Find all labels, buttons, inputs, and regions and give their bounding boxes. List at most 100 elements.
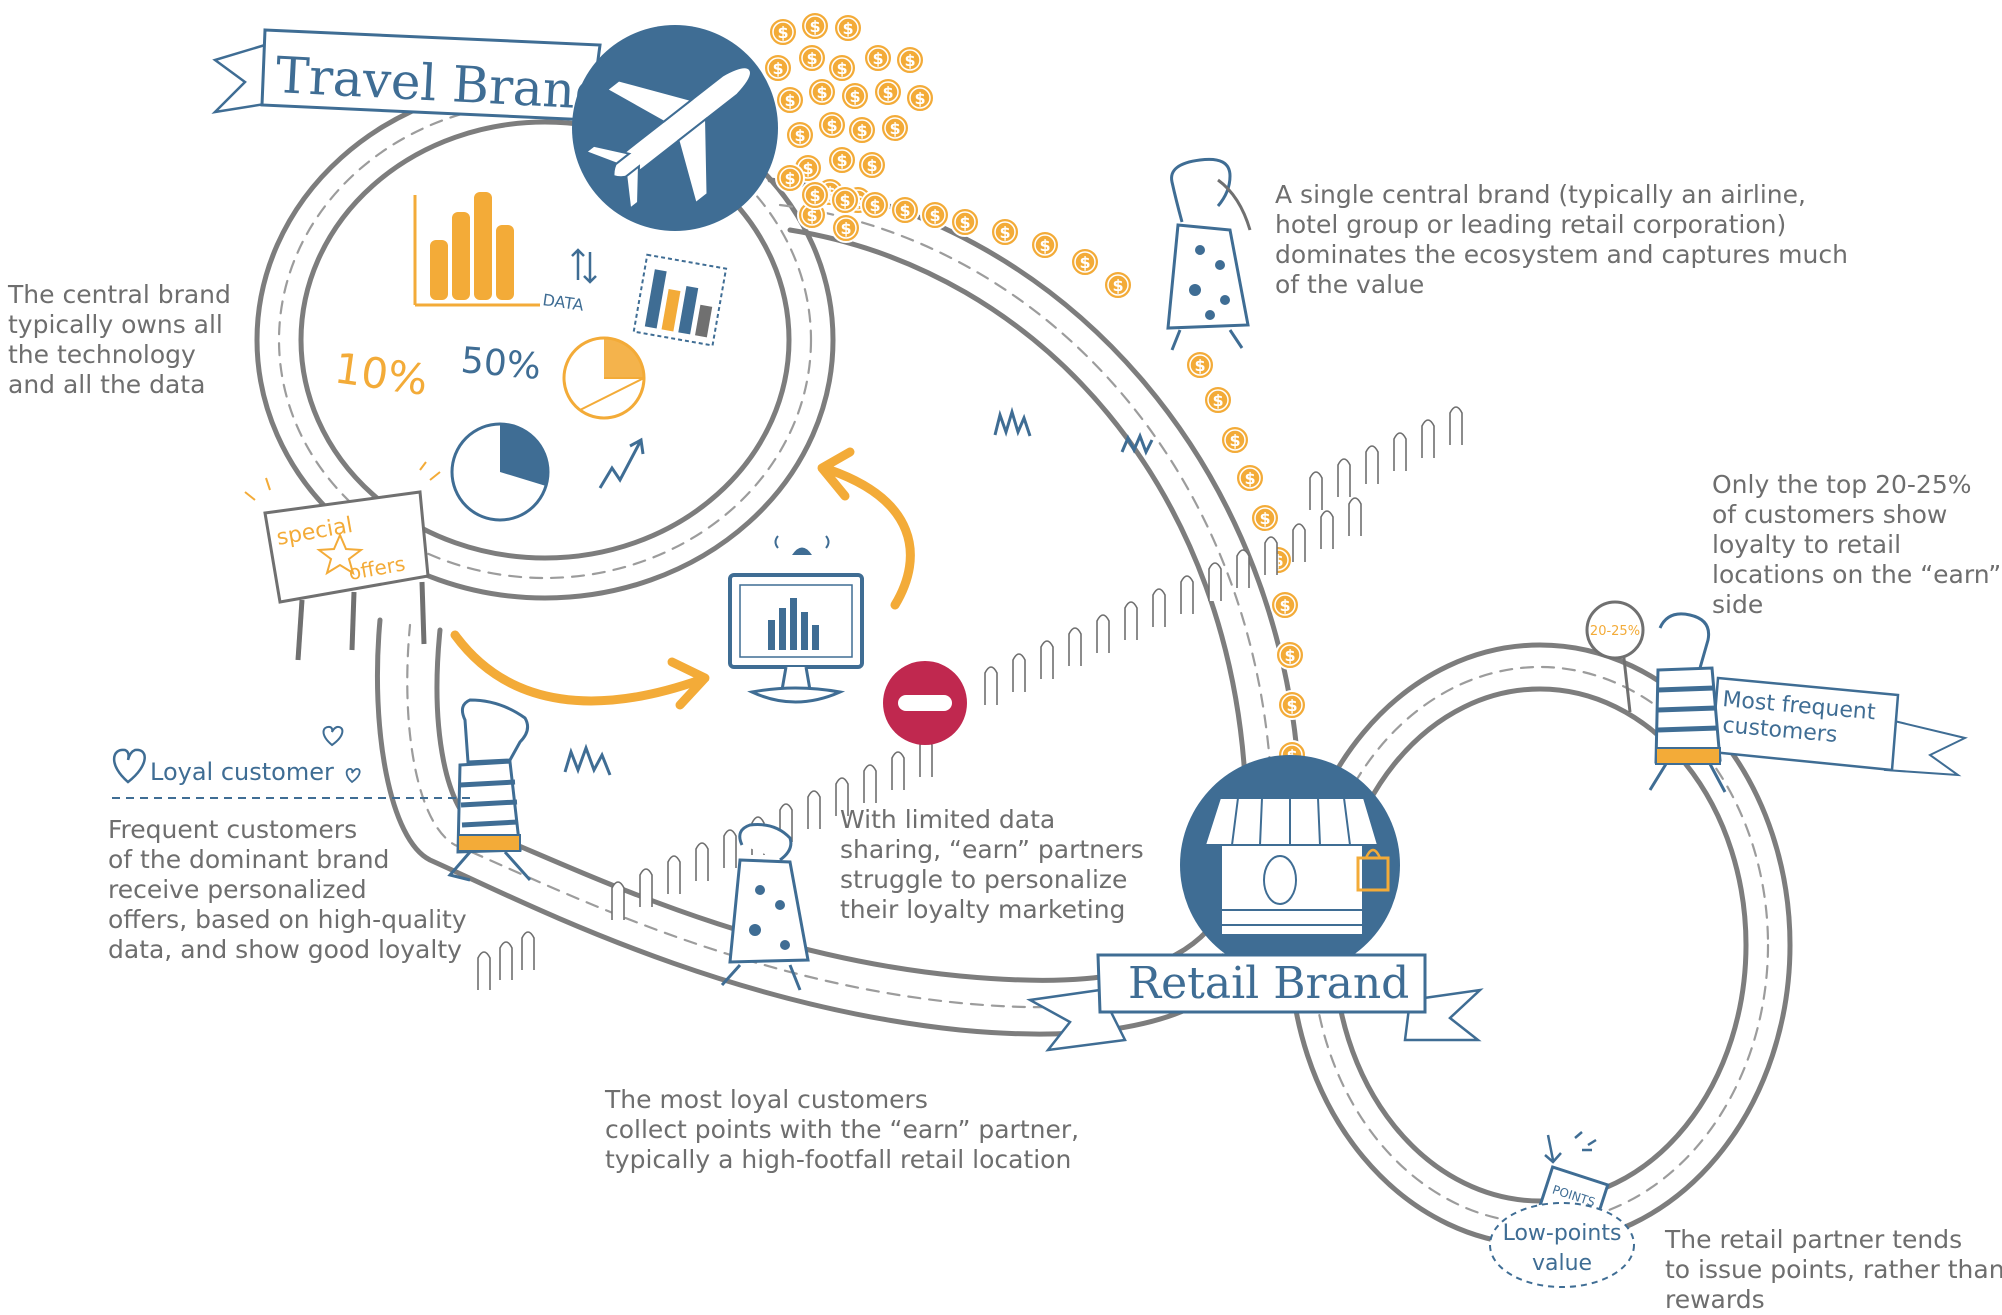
trend-arrow-icon — [598, 437, 645, 489]
coin-icon — [863, 43, 893, 73]
fifty-percent-label: 50% — [459, 340, 542, 388]
coin-icon — [807, 77, 837, 107]
grass-tufts — [563, 406, 1154, 776]
coin-icon — [768, 17, 798, 47]
fence-picket — [1292, 523, 1306, 563]
coin-icon — [1250, 503, 1280, 533]
top-customers-badge: 20-25% — [1585, 600, 1645, 713]
shopping-bag-icon — [1356, 848, 1390, 892]
coin-icon — [817, 110, 847, 140]
coin-icon — [1277, 690, 1307, 720]
customer-figure-middle — [720, 823, 810, 991]
airplane-icon — [572, 25, 778, 231]
fence-picket — [984, 666, 998, 706]
special-offers-sign: special offers — [244, 461, 441, 661]
fence-picket — [477, 951, 491, 991]
coin-icon — [1203, 385, 1233, 415]
data-label: DATA — [541, 290, 585, 315]
low-points-line1: Low-points — [1503, 1221, 1622, 1246]
fence-picket — [611, 881, 625, 921]
caption-limited-data: With limited data sharing, “earn” partne… — [840, 805, 1144, 924]
fence-picket — [1180, 575, 1194, 615]
fence-picket — [807, 790, 821, 830]
caption-frequent-customers: Frequent customers of the dominant brand… — [108, 815, 467, 964]
pie-chart-icon — [562, 336, 646, 420]
customer-figure-retail — [1648, 612, 1727, 793]
data-exchange-icon: DATA — [541, 248, 597, 315]
coin-icon — [800, 11, 830, 41]
heart-icon — [112, 748, 146, 784]
coin-icon — [1235, 463, 1265, 493]
fence-picket — [1012, 653, 1026, 693]
coin-icon — [827, 53, 857, 83]
fence-picket — [863, 764, 877, 804]
caption-most-loyal: The most loyal customers collect points … — [605, 1085, 1080, 1174]
mini-bar-chart-icon — [632, 253, 728, 347]
coin-icon — [800, 180, 830, 210]
fence-picket — [1337, 458, 1351, 498]
coin-icon — [1220, 425, 1250, 455]
coin-icon — [990, 217, 1020, 247]
star-icon — [316, 532, 364, 576]
travel-brand-banner: Travel Brand — [211, 28, 608, 122]
fence-picket — [1124, 601, 1138, 641]
fence-picket — [723, 829, 737, 869]
bar-chart-icon — [413, 192, 540, 307]
fence-picket — [1421, 419, 1435, 459]
coin-icon — [1103, 270, 1133, 300]
fence-picket — [1040, 640, 1054, 680]
fence-picket — [1393, 432, 1407, 472]
loyal-customer-label: Loyal customer — [112, 725, 470, 799]
no-entry-icon — [883, 661, 967, 745]
fence-picket — [1236, 549, 1250, 589]
coin-icon — [785, 120, 815, 150]
fence-picket — [1320, 510, 1334, 550]
navy-pie-chart-icon — [450, 422, 550, 522]
coin-icon — [890, 195, 920, 225]
fence-picket — [1309, 471, 1323, 511]
fence-picket — [1068, 627, 1082, 667]
coin-icon — [830, 185, 860, 215]
fence-picket — [667, 855, 681, 895]
retail-brand-banner: Retail Brand — [1026, 953, 1484, 1052]
coin-icon — [1070, 247, 1100, 277]
coin-icon — [831, 213, 861, 243]
fence-picket — [891, 751, 905, 791]
coin-icon — [1185, 350, 1215, 380]
fence-picket — [1365, 445, 1379, 485]
caption-top-customers: Only the top 20-25% of customers show lo… — [1712, 470, 2002, 619]
fence-picket — [521, 931, 535, 971]
fence-picket — [1096, 614, 1110, 654]
loyal-customer-text: Loyal customer — [150, 758, 334, 786]
caption-retail-partner: The retail partner tends to issue points… — [1665, 1225, 2002, 1314]
retail-brand-label: Retail Brand — [1128, 958, 1409, 1009]
data-flow-arrows — [450, 447, 915, 710]
customer-figure-loyal — [447, 698, 532, 882]
customer-figure-top-right — [1166, 157, 1252, 351]
caption-single-brand: A single central brand (typically an air… — [1275, 180, 1848, 299]
coin-icon — [920, 200, 950, 230]
coin-icon — [950, 207, 980, 237]
fence-picket — [1348, 497, 1362, 537]
fence-picket — [639, 868, 653, 908]
coin-icon — [763, 53, 793, 83]
fence-picket — [499, 941, 513, 981]
ten-percent-label: 10% — [332, 343, 431, 405]
coin-icon — [860, 190, 890, 220]
fence-picket — [1208, 562, 1222, 602]
coin-icon — [895, 45, 925, 75]
fence-picket — [1152, 588, 1166, 628]
heart-icon-small — [322, 725, 344, 747]
badge-label: 20-25% — [1590, 624, 1640, 639]
coin-icon — [1030, 230, 1060, 260]
most-frequent-banner: Most frequent customers — [1710, 676, 1968, 777]
coin-icon — [833, 13, 863, 43]
coin-icon — [840, 81, 870, 111]
coin-icon — [827, 145, 857, 175]
coin-icon — [1270, 590, 1300, 620]
coin-icon — [775, 85, 805, 115]
fence-picket — [695, 842, 709, 882]
coin-icon — [880, 113, 910, 143]
fence-picket — [1449, 406, 1463, 446]
